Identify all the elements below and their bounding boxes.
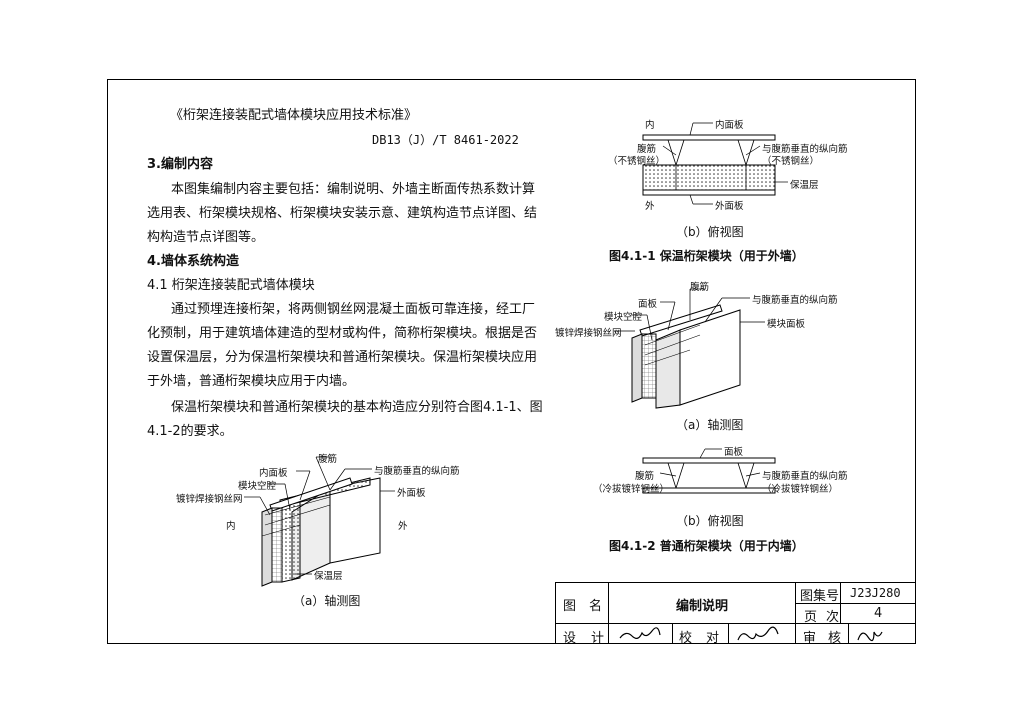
drawing-frame: [107, 79, 916, 644]
label-wai-a: 外: [398, 521, 408, 532]
label-mokuaimianban-c: 模块面板: [767, 319, 806, 330]
standard-code: DB13（J）/T 8461-2022: [372, 133, 519, 147]
tb-atlas-no: J23J280: [850, 586, 901, 600]
label-kongqiang-a: 模块空腔: [238, 481, 277, 492]
section-4-1-heading: 4.1 桁架连接装配式墙体模块: [147, 278, 315, 293]
label-mianban-c: 面板: [638, 299, 658, 310]
label-fujin-c: 腹筋: [690, 282, 710, 293]
label-gangsiwang-a: 镀锌焊接钢丝网: [176, 494, 243, 505]
tb-check-label: 校: [679, 631, 693, 646]
tb-drawing-name: 编制说明: [676, 599, 729, 614]
p1-line3: 设置保温层，分为保温桁架模块和普通桁架模块。保温桁架模块应用: [147, 350, 538, 365]
label-gangsiwang-c: 镀锌焊接钢丝网: [555, 328, 622, 339]
tb-page-no: 4: [874, 606, 883, 621]
tb-ming-label: 名: [589, 599, 603, 614]
label-fujin-b: 腹筋: [637, 144, 657, 155]
label-mianban-d: 面板: [724, 447, 744, 458]
label-fujin-d: 腹筋: [635, 471, 655, 482]
reviewer-signature: [857, 631, 883, 642]
label-baowenceng-b: 保温层: [790, 180, 819, 191]
figure-4-1-1-title: 图4.1-1 保温桁架模块（用于外墙）: [609, 249, 804, 263]
caption-b-bottom: （b）俯视图: [676, 514, 744, 528]
label-baowenceng-a: 保温层: [314, 571, 343, 582]
label-neimianban-a: 内面板: [259, 468, 288, 479]
tb-design-label: 设: [563, 631, 577, 646]
label-zongxiangjin-a: 与腹筋垂直的纵向筋: [374, 466, 460, 477]
label-neimianban-b: 内面板: [715, 120, 744, 131]
tb-dui-label: 对: [706, 631, 720, 646]
caption-a-right: （a）轴测图: [676, 418, 744, 432]
caption-a-left: （a）轴测图: [293, 594, 361, 608]
label-fujin-note-d: （冷拔镀锌钢丝）: [593, 484, 670, 495]
tb-he-label: 核: [828, 631, 842, 646]
tb-page-label: 页: [804, 610, 818, 625]
s3-line2: 选用表、桁架模块规格、桁架模块安装示意、建筑构造节点详图、结: [147, 206, 538, 221]
p1-line2: 化预制，用于建筑墙体建造的型材或构件，简称桁架模块。根据是否: [147, 326, 538, 341]
s3-line3: 构构造节点详图等。: [147, 230, 265, 245]
label-zongxiangjin-b: 与腹筋垂直的纵向筋: [762, 144, 848, 155]
label-zongxiangjin-note-d: （冷拔镀锌钢丝）: [762, 484, 839, 495]
p2-line2: 4.1-2的要求。: [147, 424, 233, 439]
tb-ci-label: 次: [826, 610, 840, 625]
section-4-heading: 4.墙体系统构造: [147, 254, 239, 269]
label-zongxiangjin-c: 与腹筋垂直的纵向筋: [752, 295, 838, 306]
title-block: [555, 582, 916, 644]
p1-line1: 通过预埋连接桁架，将两侧钢丝网混凝土面板可靠连接，经工厂: [171, 302, 536, 317]
section-3-heading: 3.编制内容: [147, 157, 213, 172]
standard-title: 《桁架连接装配式墙体模块应用技术标准》: [170, 108, 418, 123]
label-waimianban-a: 外面板: [397, 488, 426, 499]
p2-line1: 保温桁架模块和普通桁架模块的基本构造应分别符合图4.1-1、图: [171, 400, 543, 415]
label-nei-b: 内: [645, 120, 655, 131]
label-wai-b: 外: [645, 201, 655, 212]
designer-signature: [619, 627, 661, 639]
label-fujin-note-b: （不锈钢丝）: [608, 156, 666, 167]
label-kongqiang-c: 模块空腔: [604, 312, 643, 323]
figure-4-1-2-title: 图4.1-2 普通桁架模块（用于内墙）: [609, 539, 804, 553]
label-nei-a: 内: [226, 521, 236, 532]
label-zongxiangjin-note-b: （不锈钢丝）: [762, 156, 820, 167]
tb-review-label: 审: [803, 631, 817, 646]
tb-atlas-no-label: 图集号: [800, 589, 840, 604]
tb-ji-label: 计: [591, 631, 605, 646]
label-zongxiangjin-d: 与腹筋垂直的纵向筋: [762, 471, 848, 482]
label-waimianban-b: 外面板: [715, 201, 744, 212]
p1-line4: 于外墙，普通桁架模块应用于内墙。: [147, 374, 356, 389]
checker-signature: [737, 626, 779, 641]
tb-tu-label: 图: [563, 599, 577, 614]
caption-b-top: （b）俯视图: [676, 225, 744, 239]
label-fujin-a: 腹筋: [318, 454, 338, 465]
s3-line1: 本图集编制内容主要包括：编制说明、外墙主断面传热系数计算: [171, 182, 536, 197]
